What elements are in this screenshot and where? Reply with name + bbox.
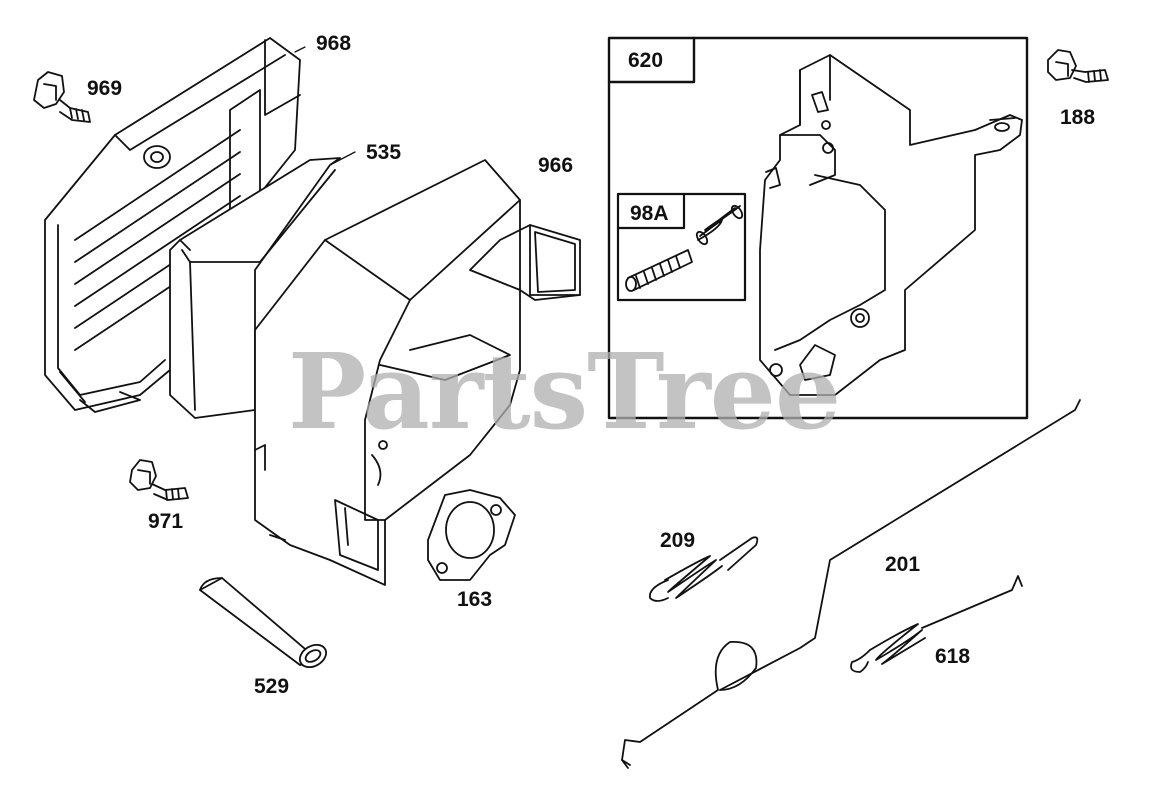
- callout-209: 209: [660, 529, 696, 552]
- air-filter-base-part: [44, 37, 301, 413]
- leader-lines: [294, 46, 356, 166]
- air-cleaner-cover-part: [254, 159, 581, 586]
- control-bracket-box: [607, 36, 1029, 420]
- gasket-163-part: [427, 489, 516, 581]
- tube-529-part: [199, 577, 328, 669]
- callout-98a: 98A: [630, 202, 669, 225]
- control-bracket-part: [759, 54, 1023, 396]
- callout-188: 188: [1060, 106, 1096, 129]
- callout-163: 163: [457, 588, 493, 611]
- callout-969: 969: [87, 77, 123, 100]
- callout-966: 966: [538, 154, 574, 177]
- callout-529: 529: [254, 675, 290, 698]
- screw-188-part: [1047, 49, 1109, 83]
- spring-209-part: [648, 536, 759, 602]
- callout-971: 971: [148, 510, 184, 533]
- callout-968: 968: [316, 32, 352, 55]
- link-rod-201-part: [621, 399, 1081, 769]
- callout-201: 201: [885, 553, 921, 576]
- adjust-screw-98a-part: [625, 204, 744, 292]
- callout-618: 618: [935, 645, 971, 668]
- callout-620: 620: [628, 49, 664, 72]
- watermark: PartsTree: [288, 330, 841, 453]
- spring-618-part: [850, 575, 1023, 673]
- screw-971-part: [129, 459, 189, 501]
- filter-element-part: [169, 157, 341, 419]
- screw-969-part: [33, 71, 91, 123]
- callout-535: 535: [366, 141, 402, 164]
